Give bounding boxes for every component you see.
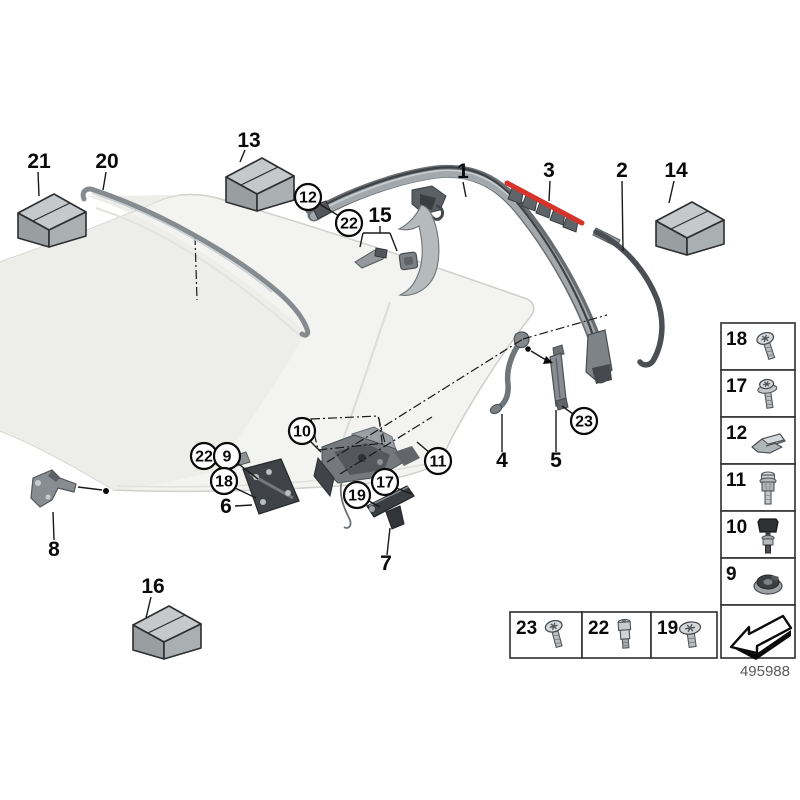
part-callout-circled-12[interactable]: 12 bbox=[293, 182, 323, 212]
part-callout-20[interactable]: 20 bbox=[95, 150, 118, 173]
legend-cell-number: 18 bbox=[726, 329, 747, 350]
legend-cell-10[interactable]: 10 bbox=[720, 510, 796, 559]
part-1-front-bow-rail bbox=[305, 164, 613, 384]
part-callout-15[interactable]: 15 bbox=[368, 204, 392, 227]
reference-lines bbox=[310, 314, 608, 475]
legend-cell-number: 10 bbox=[726, 517, 747, 538]
svg-text:18: 18 bbox=[215, 474, 233, 491]
svg-text:17: 17 bbox=[376, 475, 394, 492]
convertible-top-surface bbox=[0, 193, 535, 493]
legend-cell-number: 19 bbox=[657, 618, 678, 639]
part-callout-circled-23[interactable]: 23 bbox=[569, 406, 599, 436]
legend-cell-11[interactable]: 11 bbox=[720, 463, 796, 512]
fastener-legend-row: 23 22 19 bbox=[509, 611, 718, 659]
callout-circle bbox=[370, 467, 400, 497]
legend-cell-number: 22 bbox=[588, 618, 609, 639]
part-callout-7[interactable]: 7 bbox=[380, 552, 392, 575]
direction-arrow-cell bbox=[720, 604, 796, 660]
svg-text:23: 23 bbox=[575, 414, 593, 431]
part-20-seal-strip bbox=[80, 186, 311, 338]
part-callout-circled-11[interactable]: 11 bbox=[423, 446, 453, 476]
parts-box-14 bbox=[655, 201, 725, 256]
part-15-lever-and-clip bbox=[354, 247, 419, 271]
legend-cell-9[interactable]: 9 bbox=[720, 557, 796, 606]
svg-text:22: 22 bbox=[340, 216, 358, 233]
roof-centerline bbox=[194, 235, 198, 301]
legend-cell-18[interactable]: 18 bbox=[720, 322, 796, 371]
part-callout-5[interactable]: 5 bbox=[550, 449, 562, 472]
svg-text:19: 19 bbox=[348, 488, 366, 505]
legend-cell-23[interactable]: 23 bbox=[509, 611, 583, 659]
part-8-corner-bracket bbox=[30, 469, 109, 508]
parts-box-16 bbox=[132, 605, 202, 660]
callout-circle bbox=[293, 182, 323, 212]
legend-cell-number: 12 bbox=[726, 423, 747, 444]
part-3-red-gasket-strip bbox=[504, 180, 585, 233]
part-callout-circled-17[interactable]: 17 bbox=[370, 467, 400, 497]
part-callout-2[interactable]: 2 bbox=[616, 159, 628, 182]
legend-cell-12[interactable]: 12 bbox=[720, 416, 796, 465]
callout-circle bbox=[334, 208, 364, 238]
legend-cell-19[interactable]: 19 bbox=[650, 611, 718, 659]
part-callout-8[interactable]: 8 bbox=[48, 538, 60, 561]
svg-text:10: 10 bbox=[293, 424, 311, 441]
svg-text:22: 22 bbox=[195, 449, 213, 466]
callout-circle bbox=[287, 416, 317, 446]
part-callout-4[interactable]: 4 bbox=[496, 449, 508, 472]
part-callout-21[interactable]: 21 bbox=[27, 150, 51, 173]
part-callout-16[interactable]: 16 bbox=[141, 575, 164, 598]
parts-box-21 bbox=[17, 193, 87, 248]
part-callout-circled-22[interactable]: 22 bbox=[334, 208, 364, 238]
part-callout-circled-18[interactable]: 18 bbox=[209, 466, 239, 496]
part-callout-circled-9[interactable]: 9 bbox=[212, 441, 242, 471]
callout-circle bbox=[209, 466, 239, 496]
part-callout-6[interactable]: 6 bbox=[220, 495, 232, 518]
parts-box-13 bbox=[225, 157, 295, 212]
svg-text:12: 12 bbox=[299, 190, 317, 207]
legend-cell-number: 11 bbox=[726, 470, 747, 491]
legend-cell-number: 17 bbox=[726, 376, 747, 397]
legend-cell-17[interactable]: 17 bbox=[720, 369, 796, 418]
direction-arrow-icon bbox=[729, 614, 793, 660]
part-7-rail-bracket bbox=[366, 485, 415, 530]
part-callout-1[interactable]: 1 bbox=[457, 160, 469, 183]
part-callout-14[interactable]: 14 bbox=[664, 159, 688, 182]
legend-cell-number: 23 bbox=[516, 618, 537, 639]
callout-circle bbox=[423, 446, 453, 476]
part-4-tension-stay bbox=[489, 331, 530, 415]
part-callout-circled-10[interactable]: 10 bbox=[287, 416, 317, 446]
drawing-number: 495988 bbox=[740, 663, 790, 680]
fastener-legend-column: 18 17 12 11 10 9 bbox=[720, 322, 796, 606]
callout-circle bbox=[342, 480, 372, 510]
part-callout-13[interactable]: 13 bbox=[237, 129, 260, 152]
legend-cell-number: 9 bbox=[726, 564, 737, 585]
part-5-bracket bbox=[549, 344, 569, 411]
callout-circle bbox=[569, 406, 599, 436]
legend-cell-22[interactable]: 22 bbox=[581, 611, 652, 659]
pillar-trim-piece bbox=[397, 204, 440, 296]
svg-text:9: 9 bbox=[223, 449, 232, 466]
svg-text:11: 11 bbox=[430, 454, 447, 471]
part-callout-circled-19[interactable]: 19 bbox=[342, 480, 372, 510]
part-callout-3[interactable]: 3 bbox=[543, 159, 555, 182]
part-2-rear-seal-strip bbox=[592, 227, 665, 368]
